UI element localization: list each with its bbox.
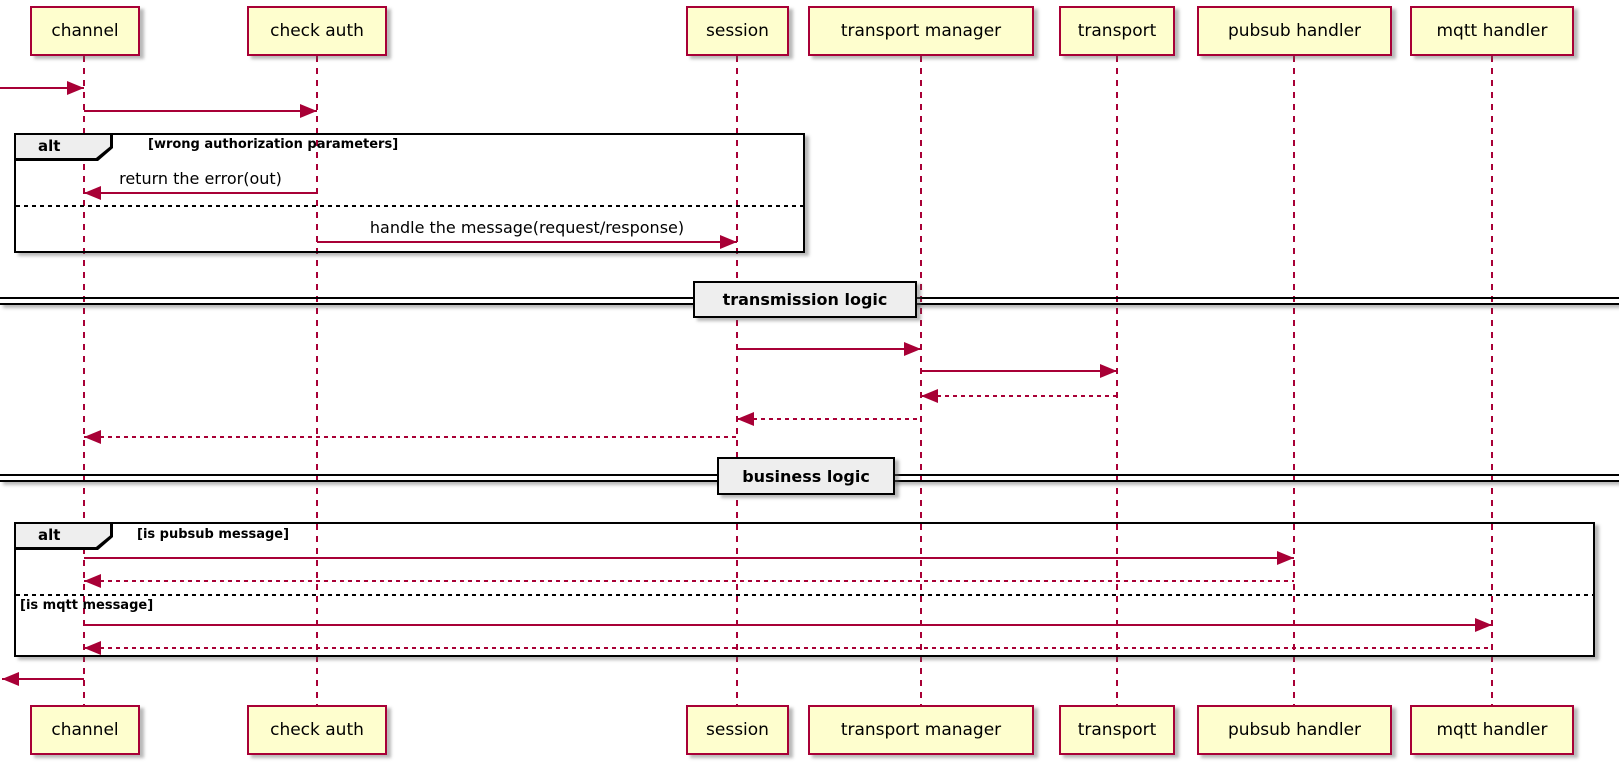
- participant-box-bottom-transport: transport: [1059, 705, 1175, 755]
- lifeline-session: [736, 56, 738, 705]
- lifeline-channel: [83, 56, 85, 705]
- participant-box-top-pubsub-handler: pubsub handler: [1197, 6, 1392, 56]
- arrowhead-right-icon: [300, 104, 317, 118]
- alt-operator-tab-fill: [16, 524, 110, 547]
- arrowhead-left-icon: [84, 186, 101, 200]
- alt-fragment: [14, 522, 1595, 657]
- guard-condition-label: [wrong authorization parameters]: [148, 137, 399, 152]
- divider-label: transmission logic: [693, 281, 917, 318]
- arrowhead-right-icon: [1475, 618, 1492, 632]
- arrowhead-left-icon: [84, 574, 101, 588]
- divider-label: business logic: [717, 457, 895, 495]
- arrowhead-left-icon: [921, 389, 938, 403]
- message-label: return the error(out): [119, 169, 282, 188]
- arrowhead-right-icon: [720, 235, 737, 249]
- participant-box-bottom-transport-manager: transport manager: [808, 705, 1034, 755]
- message-line: [921, 395, 1117, 397]
- arrowhead-right-icon: [67, 81, 84, 95]
- message-line: [84, 580, 1294, 582]
- lifeline-mqtt-handler: [1491, 56, 1493, 705]
- message-line: [317, 241, 737, 243]
- arrowhead-right-icon: [1100, 364, 1117, 378]
- message-line: [84, 624, 1492, 626]
- lifeline-pubsub-handler: [1293, 56, 1295, 705]
- message-label: handle the message(request/response): [369, 218, 685, 237]
- guard-condition-label: [is mqtt message]: [20, 598, 154, 613]
- participant-box-top-session: session: [686, 6, 789, 56]
- arrowhead-left-icon: [84, 641, 101, 655]
- participant-box-bottom-session: session: [686, 705, 789, 755]
- lifeline-check-auth: [316, 56, 318, 705]
- lifeline-transport: [1116, 56, 1118, 705]
- message-line: [737, 418, 921, 420]
- message-line: [84, 110, 317, 112]
- arrowhead-left-icon: [737, 412, 754, 426]
- guard-condition-label: [is pubsub message]: [137, 527, 290, 542]
- alt-operator-label: alt: [38, 526, 61, 544]
- arrowhead-left-icon: [2, 672, 19, 686]
- message-line: [84, 192, 317, 194]
- participant-box-bottom-mqtt-handler: mqtt handler: [1410, 705, 1574, 755]
- message-line: [0, 87, 84, 89]
- arrowhead-right-icon: [904, 342, 921, 356]
- participant-box-top-channel: channel: [30, 6, 140, 56]
- message-line: [737, 348, 921, 350]
- participant-box-bottom-pubsub-handler: pubsub handler: [1197, 705, 1392, 755]
- alt-operator-label: alt: [38, 137, 61, 155]
- message-line: [921, 370, 1117, 372]
- alt-operator-tab-fill: [16, 135, 110, 158]
- alt-else-separator: [16, 205, 803, 207]
- message-line: [84, 557, 1294, 559]
- participant-box-top-mqtt-handler: mqtt handler: [1410, 6, 1574, 56]
- participant-box-top-transport: transport: [1059, 6, 1175, 56]
- participant-box-top-transport-manager: transport manager: [808, 6, 1034, 56]
- arrowhead-right-icon: [1277, 551, 1294, 565]
- alt-fragment: [14, 133, 805, 253]
- arrowhead-left-icon: [84, 430, 101, 444]
- alt-else-separator: [16, 594, 1593, 596]
- message-line: [84, 436, 737, 438]
- participant-box-top-check-auth: check auth: [247, 6, 387, 56]
- lifeline-transport-manager: [920, 56, 922, 705]
- participant-box-bottom-channel: channel: [30, 705, 140, 755]
- message-line: [2, 678, 84, 680]
- participant-box-bottom-check-auth: check auth: [247, 705, 387, 755]
- message-line: [84, 647, 1492, 649]
